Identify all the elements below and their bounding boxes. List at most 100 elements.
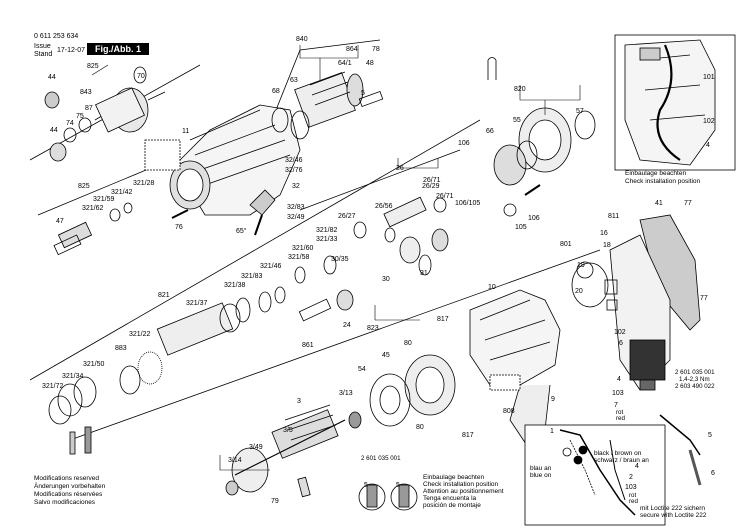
callout-31: 31 [420, 270, 428, 277]
callout-808: 808 [503, 408, 515, 415]
gear-883 [137, 351, 163, 385]
callout-106: 106 [458, 140, 470, 147]
inset-note-line1: Einbaulage beachten [625, 170, 687, 177]
callout-32-49: 32/49 [287, 214, 305, 221]
callout-11: 11 [182, 128, 190, 135]
callout-843: 843 [80, 89, 92, 96]
callout-87: 87 [85, 105, 93, 112]
wire-color-red-2: red [629, 498, 638, 505]
baffle-45 [369, 373, 411, 427]
callout-48: 48 [366, 60, 374, 67]
callout-32: 32 [292, 183, 300, 190]
callout-41: 41 [655, 200, 663, 207]
callout-102: 102 [614, 329, 626, 336]
switch-lever [249, 189, 276, 236]
callout-64-1: 64/1 [338, 60, 352, 67]
figure-label: Fig./Abb. 1 [87, 43, 149, 55]
callout-77b: 77 [700, 295, 708, 302]
switch-102 [629, 339, 666, 381]
inset-note-line2: Check installation position [625, 178, 701, 185]
modifications-2: Änderungen vorbehalten [34, 483, 106, 490]
callout-864: 864 [346, 46, 358, 53]
callout-321-33: 321/33 [316, 236, 338, 243]
callout-76: 76 [175, 224, 183, 231]
hammer-assembly [53, 202, 133, 256]
callout-66: 66 [486, 128, 494, 135]
torque-value: 1,4-2,3 Nm [679, 376, 710, 383]
callout-80b: 80 [416, 424, 424, 431]
callout-24: 24 [343, 322, 351, 329]
install-note-1: Einbaulage beachten [423, 474, 485, 481]
callout-801: 801 [560, 241, 572, 248]
callout-3-5: 3/5 [283, 427, 293, 434]
callout-80: 80 [404, 340, 412, 347]
callout-321-38: 321/38 [224, 282, 246, 289]
callout-70: 70 [137, 73, 145, 80]
install-note-5: posición de montaje [423, 502, 481, 509]
stand-label: Stand [34, 51, 53, 58]
callout-321-28: 321/28 [133, 180, 155, 187]
callout-63: 63 [290, 77, 298, 84]
callout-9: 9 [551, 396, 555, 403]
callout-26: 26 [396, 165, 404, 172]
install-note-4: Tenga encuenta la [423, 495, 477, 502]
callout-3-14: 3/14 [228, 457, 242, 464]
nut-44 [49, 142, 67, 162]
callout-5: 5 [361, 90, 365, 97]
motor-housing [469, 289, 561, 451]
callout-103b: 103 [625, 484, 637, 491]
wire-color-red: red [616, 415, 625, 422]
callout-821: 821 [158, 292, 170, 299]
callout-321-42: 321/42 [111, 189, 133, 196]
callout-32-76: 32/76 [285, 167, 303, 174]
callout-26-29: 26/29 [422, 183, 440, 190]
hammer-tube [156, 286, 286, 356]
inset-bottom-right [524, 424, 666, 526]
carbon-brushes [358, 483, 418, 511]
callout-6b: 6 [711, 470, 715, 477]
callout-18: 18 [603, 242, 611, 249]
brush-label-5b: 5 [396, 482, 400, 489]
gearbox-820 [518, 107, 572, 173]
callout-32-46: 32/46 [285, 157, 303, 164]
callout-65deg: 65° [236, 228, 247, 235]
callout-105: 105 [515, 224, 527, 231]
callout-4: 4 [617, 376, 621, 383]
field-coil [404, 354, 456, 416]
callout-106-105: 106/105 [455, 200, 481, 207]
install-note-3: Attention au positionnement [423, 488, 504, 495]
clip-76 [487, 57, 497, 80]
callout-3-13: 3/13 [339, 390, 353, 397]
callout-106b: 106 [528, 215, 540, 222]
callout-321-22: 321/22 [129, 331, 151, 338]
loctite-de: mit Loctite 222 sichern [640, 505, 706, 512]
block-18 [604, 279, 618, 295]
callout-26-71b: 26/71 [436, 193, 454, 200]
callout-825b: 825 [78, 183, 90, 190]
callout-321-50: 321/50 [83, 361, 105, 368]
brush-label-5a: 5 [364, 482, 368, 489]
callout-32-83: 32/83 [287, 204, 305, 211]
install-note-2: Check installation position [423, 481, 499, 488]
inset-top-right [614, 34, 736, 171]
callout-820: 820 [514, 86, 526, 93]
callout-321-60: 321/60 [292, 245, 314, 252]
callout-5b: 5 [708, 432, 712, 439]
callout-1: 1 [550, 428, 554, 435]
callout-78: 78 [372, 46, 380, 53]
callout-321-62: 321/62 [82, 205, 104, 212]
callout-7: 7 [614, 402, 618, 409]
block-20 [606, 299, 618, 311]
issue-date: 17-12-07 [57, 47, 86, 54]
black-en: black / brown on [594, 450, 642, 457]
callout-811: 811 [608, 213, 620, 220]
issue-label: Issue [34, 43, 51, 50]
callout-79: 79 [271, 498, 279, 505]
barrel-assembly [294, 71, 364, 128]
callout-321-59: 321/59 [93, 196, 115, 203]
callout-44b: 44 [50, 127, 58, 134]
callout-321-83: 321/83 [241, 273, 263, 280]
callout-30-35: 30/35 [331, 256, 349, 263]
